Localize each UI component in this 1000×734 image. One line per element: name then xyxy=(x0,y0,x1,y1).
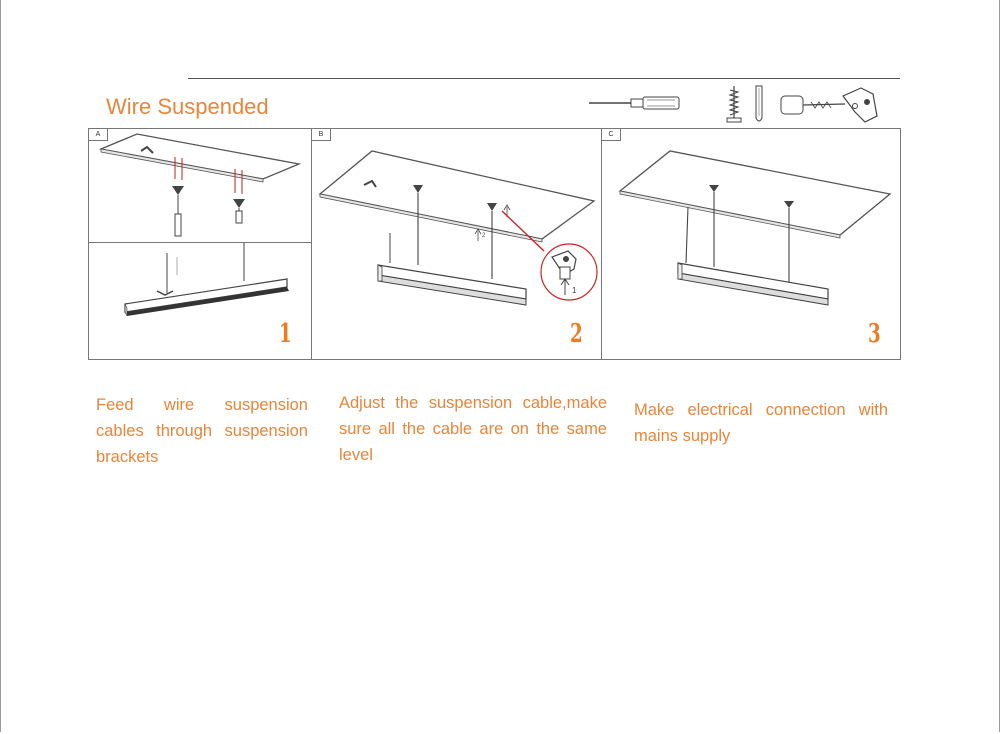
panel-b-illustration: 2 1 xyxy=(318,150,598,306)
caption-step-2: Adjust the suspension cable,make sure al… xyxy=(339,394,607,464)
step-number-3: 3 xyxy=(868,319,881,349)
panel-b: B 2 1 2 xyxy=(312,129,602,359)
wall-plug-icon xyxy=(755,85,763,122)
page-title: Wire Suspended xyxy=(106,94,269,119)
panel-tag-a: A xyxy=(89,129,108,141)
installation-diagram: A 1 B xyxy=(88,128,901,360)
panel-c-illustration xyxy=(618,150,892,306)
svg-text:1: 1 xyxy=(572,286,577,295)
panel-c: C 3 xyxy=(602,129,900,359)
header-rule xyxy=(188,78,900,79)
screwdriver-icon xyxy=(589,96,680,110)
panel-tag-b: B xyxy=(312,129,331,141)
tools-strip xyxy=(589,85,878,123)
panel-a: A 1 xyxy=(89,129,312,359)
step-number-1: 1 xyxy=(279,319,292,349)
step-number-2: 2 xyxy=(570,319,583,349)
caption-step-1: Feed wire suspension cables through susp… xyxy=(96,396,308,466)
screw-icon xyxy=(726,86,742,123)
suspension-bracket-icon xyxy=(780,87,878,123)
caption-step-3: Make electrical connection with mains su… xyxy=(634,401,888,445)
panel-a-illustration xyxy=(98,133,302,317)
svg-text:2: 2 xyxy=(482,233,486,239)
panel-a-divider xyxy=(89,242,311,243)
panel-tag-c: C xyxy=(602,129,621,141)
